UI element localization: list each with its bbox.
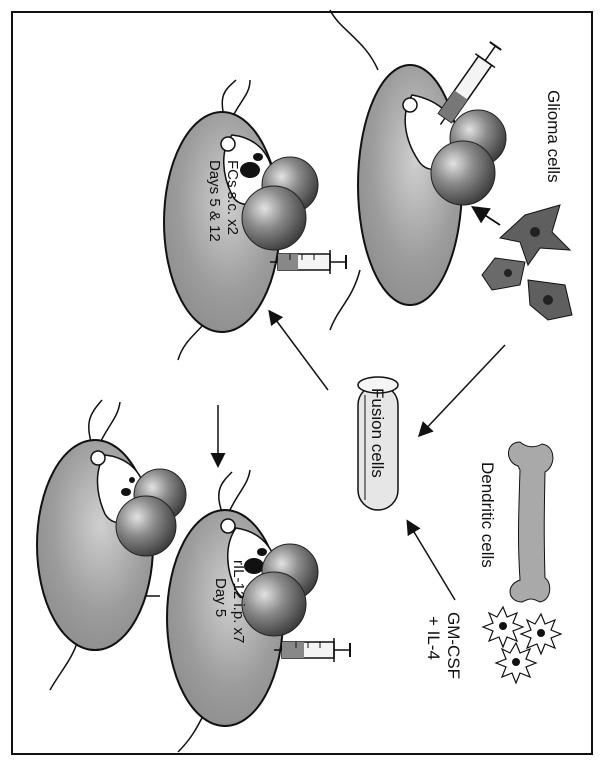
il12-dose-label: rIL-12 i.p. x7 bbox=[230, 560, 247, 643]
tumor-icon bbox=[116, 496, 176, 556]
mouse-tumor-implant bbox=[330, 10, 506, 330]
fcs-dose-label: FCs s.c. x2 bbox=[224, 160, 241, 235]
syringe-icon bbox=[270, 250, 346, 274]
glioma-cell-icon bbox=[482, 258, 525, 290]
glioma-cells-label: Glioma cells bbox=[544, 90, 563, 183]
dendritic-cell-cluster bbox=[483, 607, 561, 683]
dendritic-cells-label: Dendritic cells bbox=[478, 462, 497, 568]
mouse-fc-vaccination bbox=[164, 80, 346, 360]
fusion-cells-label: Fusion cells bbox=[368, 388, 387, 478]
syringe-icon bbox=[274, 638, 350, 662]
mouse-il12-treatment bbox=[167, 470, 350, 752]
mouse-eye-icon bbox=[221, 519, 235, 533]
arrow-cells-to-mouse bbox=[474, 208, 500, 225]
mouse-eye-icon bbox=[221, 137, 235, 151]
arrow-fusion-to-mouse bbox=[270, 312, 328, 390]
bone-icon bbox=[508, 442, 552, 602]
mouse-eye-icon bbox=[403, 98, 417, 112]
tumor-icon bbox=[431, 141, 495, 205]
il4-label: + IL-4 bbox=[424, 616, 443, 660]
arrow-dendritic-to-fusion bbox=[408, 522, 455, 600]
arrow-glioma-to-fusion bbox=[420, 345, 505, 435]
tumor-icon bbox=[242, 186, 306, 250]
tumor-icon bbox=[242, 572, 306, 636]
gm-csf-label: GM-CSF bbox=[444, 612, 463, 679]
mouse-eye-icon bbox=[91, 451, 105, 465]
mouse-outcome bbox=[37, 400, 186, 690]
fcs-days-label: Days 5 & 12 bbox=[206, 160, 223, 242]
il12-day-label: Day 5 bbox=[212, 578, 229, 617]
